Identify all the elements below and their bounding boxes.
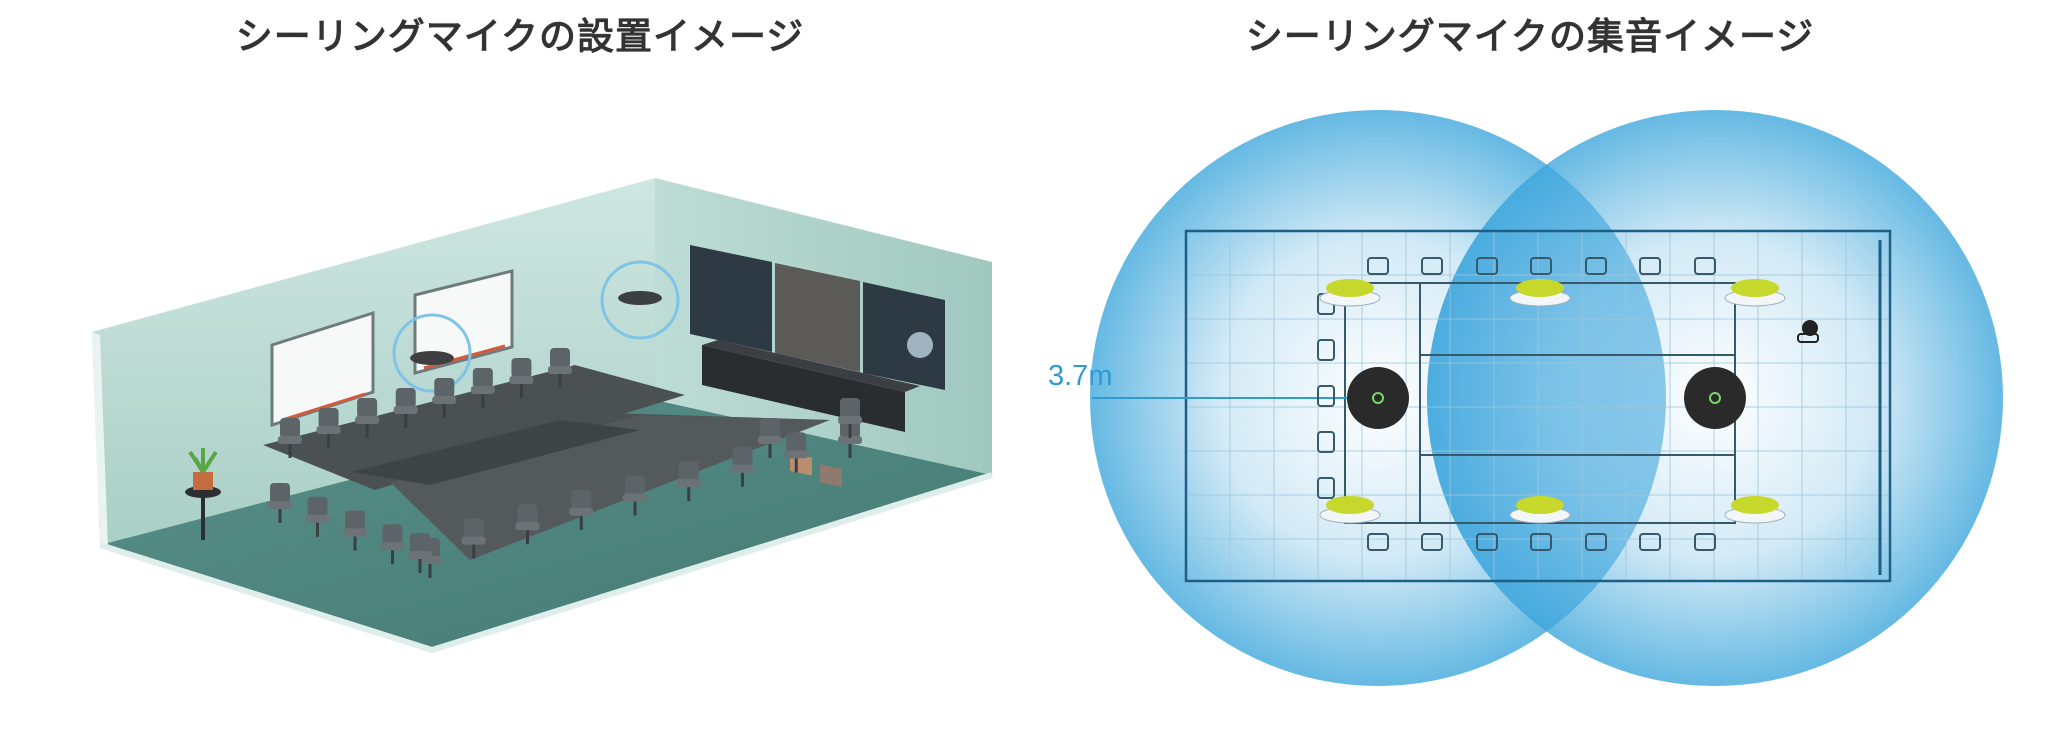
pickup-image-title: シーリングマイクの集音イメージ: [1245, 15, 1815, 58]
chair-marker: [1319, 279, 1786, 524]
chair-marker: [1509, 496, 1571, 524]
chair-icon: [278, 418, 302, 458]
chair-marker: [1724, 496, 1786, 524]
ceiling-mic-icon: [600, 260, 680, 340]
chair-icon: [509, 358, 534, 398]
chair-icon: [470, 368, 495, 408]
chair-marker: [1319, 496, 1381, 524]
chair-icon: [432, 378, 457, 418]
chair-icon: [758, 418, 782, 458]
floor-grid: [1186, 231, 1890, 581]
installation-image-title: シーリングマイクの設置イメージ: [235, 15, 805, 58]
chair-icon: [1317, 257, 1716, 551]
chair-icon: [730, 446, 755, 487]
chair-icon: [838, 398, 862, 438]
chair-icon: [305, 496, 330, 537]
radius-label: 3.7m: [1048, 360, 1113, 392]
chair-icon: [548, 348, 572, 388]
chair-icon: [623, 475, 647, 516]
chair-icon: [408, 533, 432, 573]
chair-icon: [676, 461, 701, 502]
chair-icon: [268, 348, 862, 578]
chair-icon: [380, 524, 405, 565]
ceiling-mic-icon: [1347, 367, 1409, 429]
chair-icon: [461, 518, 486, 559]
chair-icon: [393, 388, 418, 428]
plant-icon: [185, 448, 221, 540]
chair-marker: [1724, 279, 1786, 307]
camera-icon: [1797, 320, 1819, 343]
chair-icon: [515, 504, 540, 545]
whiteboard-left: [270, 310, 375, 428]
pickup-zone-overlap: [1427, 110, 1666, 686]
ceiling-mic-icon: [1684, 367, 1746, 429]
chair-marker: [1509, 279, 1571, 307]
chair-icon: [355, 398, 380, 438]
chair-icon: [784, 432, 809, 473]
ceiling-mic-icon: [392, 313, 472, 393]
chair-icon: [316, 408, 341, 448]
chair-icon: [343, 510, 367, 551]
chair-icon: [268, 483, 292, 523]
conference-table: [263, 365, 830, 560]
chair-marker: [1319, 279, 1381, 307]
room-outline: [1184, 229, 1892, 583]
chair-icon: [569, 489, 594, 530]
